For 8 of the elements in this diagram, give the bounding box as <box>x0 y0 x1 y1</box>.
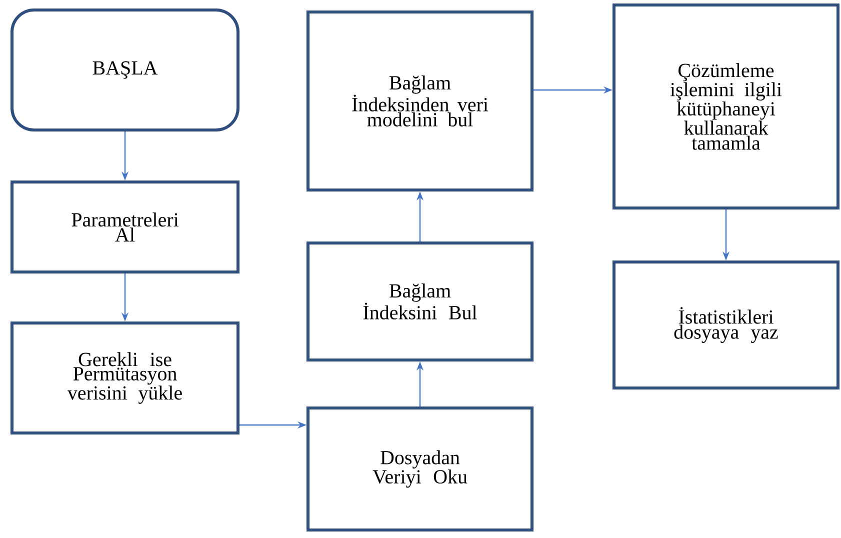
process-box: Gerekli ise Permütasyon verisini yükle <box>10 322 240 434</box>
process-box: Dosyadan Veriyi Oku <box>306 406 534 532</box>
process-box: Parametreleri Al <box>10 180 240 274</box>
start-box: BAŞLA <box>10 8 240 132</box>
process-box: Çözümleme işlemini ilgili kütüphaneyi kullanarak tamamla <box>612 4 840 210</box>
process-box: İstatistikleri dosyaya yaz <box>612 260 840 390</box>
process-box: Bağlam İndeksini Bul <box>306 242 534 362</box>
process-box: Bağlam İndeksinden veri modelini bul <box>306 10 534 192</box>
